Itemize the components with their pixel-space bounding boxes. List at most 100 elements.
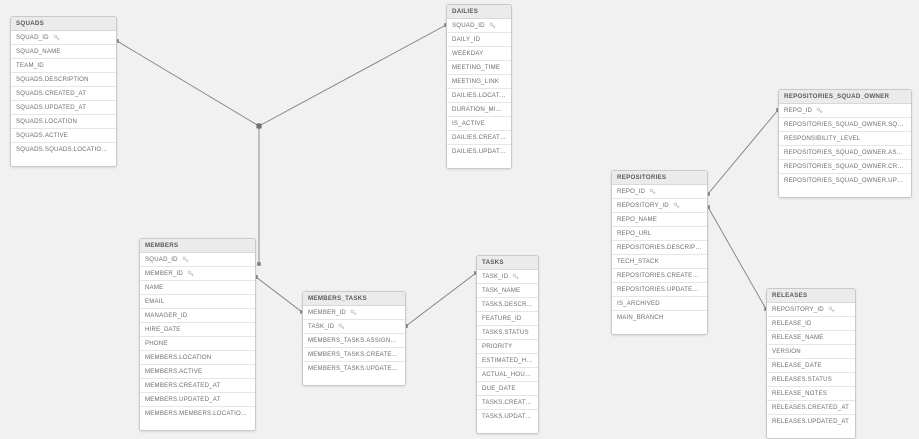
field-label: MEMBERS_TASKS.UPDATED_AT [308, 365, 400, 372]
field-row[interactable]: MEMBERS.LOCATION [140, 351, 255, 365]
field-row[interactable]: MEMBERS_TASKS.CREATED_AT [303, 348, 405, 362]
field-label: DURATION_MINUTES [452, 105, 506, 113]
field-row[interactable]: IS_ACTIVE [447, 117, 511, 131]
field-row[interactable]: SQUAD_ID [11, 31, 116, 45]
field-row[interactable]: MEMBER_ID [140, 267, 255, 281]
field-row[interactable]: TASKS.STATUS [477, 326, 538, 340]
field-row[interactable]: NAME [140, 281, 255, 295]
field-row[interactable]: REPOSITORIES_SQUAD_OWNER.UPDATED_AT [779, 174, 911, 188]
field-row[interactable]: MAIN_BRANCH [612, 311, 707, 325]
field-row[interactable]: VERSION [767, 345, 855, 359]
field-row[interactable]: DURATION_MINUTES [447, 103, 511, 117]
field-row[interactable]: RELEASES.STATUS [767, 373, 855, 387]
field-row[interactable]: MEMBERS_TASKS.ASSIGNED_DATE [303, 334, 405, 348]
field-row[interactable]: PRIORITY [477, 340, 538, 354]
field-row[interactable]: DAILY_ID [447, 33, 511, 47]
field-row[interactable]: DAILIES.CREATED_AT [447, 131, 511, 145]
field-label: RELEASES.CREATED_AT [772, 403, 850, 411]
field-row[interactable]: REPOSITORIES.DESCRIPTION [612, 241, 707, 255]
field-row[interactable]: ACTUAL_HOURS [477, 368, 538, 382]
field-row[interactable]: MEETING_TIME [447, 61, 511, 75]
field-row[interactable]: DAILIES.LOCATION [447, 89, 511, 103]
field-row[interactable]: RELEASE_ID [767, 317, 855, 331]
field-row[interactable]: TASKS.DESCRIPTION [477, 298, 538, 312]
field-row[interactable]: SQUADS.UPDATED_AT [11, 101, 116, 115]
field-label: TEAM_ID [16, 61, 44, 69]
field-row[interactable]: RELEASES.CREATED_AT [767, 401, 855, 415]
field-row[interactable]: MEMBER_ID [303, 306, 405, 320]
entity-footer-releases [767, 429, 855, 438]
field-row[interactable]: REPO_NAME [612, 213, 707, 227]
field-row[interactable]: REPOSITORIES_SQUAD_OWNER.SQUAD_ID [779, 118, 911, 132]
field-row[interactable]: TECH_STACK [612, 255, 707, 269]
field-row[interactable]: SQUADS.DESCRIPTION [11, 73, 116, 87]
field-row[interactable]: PHONE [140, 337, 255, 351]
field-row[interactable]: RELEASE_NAME [767, 331, 855, 345]
field-row[interactable]: REPO_ID [779, 104, 911, 118]
field-row[interactable]: FEATURE_ID [477, 312, 538, 326]
field-row[interactable]: RESPONSIBILITY_LEVEL [779, 132, 911, 146]
field-label: MEMBERS.LOCATION [145, 353, 212, 361]
entity-footer-members_tasks [303, 376, 405, 385]
field-row[interactable]: MEMBERS.CREATED_AT [140, 379, 255, 393]
field-row[interactable]: TASKS.CREATED_AT [477, 396, 538, 410]
field-label: DAILY_ID [452, 35, 481, 43]
field-row[interactable]: RELEASES.UPDATED_AT [767, 415, 855, 429]
field-row[interactable]: HIRE_DATE [140, 323, 255, 337]
field-row[interactable]: REPOSITORIES_SQUAD_OWNER.CREATED_AT [779, 160, 911, 174]
field-row[interactable]: IS_ARCHIVED [612, 297, 707, 311]
field-row[interactable]: SQUAD_NAME [11, 45, 116, 59]
field-row[interactable]: REPOSITORY_ID [612, 199, 707, 213]
field-row[interactable]: REPOSITORIES_SQUAD_OWNER.ASSIGNED_DATE [779, 146, 911, 160]
field-label: REPOSITORIES.DESCRIPTION [617, 243, 702, 251]
field-row[interactable]: REPO_URL [612, 227, 707, 241]
field-row[interactable]: REPOSITORY_ID [767, 303, 855, 317]
field-row[interactable]: REPOSITORIES.CREATED_AT [612, 269, 707, 283]
field-label: DAILIES.LOCATION [452, 91, 506, 99]
field-row[interactable]: TASK_NAME [477, 284, 538, 298]
field-row[interactable]: SQUADS.SQUADS.LOCATION_GeoInfo [11, 143, 116, 157]
field-row[interactable]: TASK_ID [303, 320, 405, 334]
field-row[interactable]: REPOSITORIES.UPDATED_AT [612, 283, 707, 297]
field-row[interactable]: DAILIES.UPDATED_AT [447, 145, 511, 159]
field-label: TASK_ID [482, 272, 509, 280]
field-row[interactable]: MEMBERS.ACTIVE [140, 365, 255, 379]
field-row[interactable]: SQUADS.CREATED_AT [11, 87, 116, 101]
primary-key-icon [53, 34, 60, 41]
field-row[interactable]: TEAM_ID [11, 59, 116, 73]
field-row[interactable]: SQUAD_ID [447, 19, 511, 33]
primary-key-icon [816, 107, 823, 114]
field-row[interactable]: SQUADS.ACTIVE [11, 129, 116, 143]
field-row[interactable]: ESTIMATED_HOURS [477, 354, 538, 368]
entity-table-tasks[interactable]: TASKSTASK_IDTASK_NAMETASKS.DESCRIPTIONFE… [476, 255, 539, 434]
field-row[interactable]: SQUADS.LOCATION [11, 115, 116, 129]
field-row[interactable]: MANAGER_ID [140, 309, 255, 323]
edge-junction-node[interactable] [256, 123, 262, 129]
field-row[interactable]: SQUAD_ID [140, 253, 255, 267]
field-row[interactable]: RELEASE_DATE [767, 359, 855, 373]
field-row[interactable]: REPO_ID [612, 185, 707, 199]
field-row[interactable]: TASK_ID [477, 270, 538, 284]
field-label: REPOSITORIES_SQUAD_OWNER.ASSIGNED_DATE [784, 148, 906, 156]
field-label: MEMBERS.MEMBERS.LOCATION_GeoI... [145, 410, 250, 417]
field-row[interactable]: TASKS.UPDATED_AT [477, 410, 538, 424]
field-label: MEMBERS_TASKS.CREATED_AT [308, 350, 400, 358]
field-row[interactable]: RELEASE_NOTES [767, 387, 855, 401]
field-row[interactable]: WEEKDAY [447, 47, 511, 61]
field-row[interactable]: MEMBERS.MEMBERS.LOCATION_GeoI... [140, 407, 255, 421]
field-row[interactable]: DUE_DATE [477, 382, 538, 396]
field-row[interactable]: MEMBERS_TASKS.UPDATED_AT [303, 362, 405, 376]
field-row[interactable]: MEMBERS.UPDATED_AT [140, 393, 255, 407]
field-label: TASKS.STATUS [482, 328, 529, 336]
field-row[interactable]: MEETING_LINK [447, 75, 511, 89]
field-row[interactable]: EMAIL [140, 295, 255, 309]
field-label: WEEKDAY [452, 49, 484, 57]
